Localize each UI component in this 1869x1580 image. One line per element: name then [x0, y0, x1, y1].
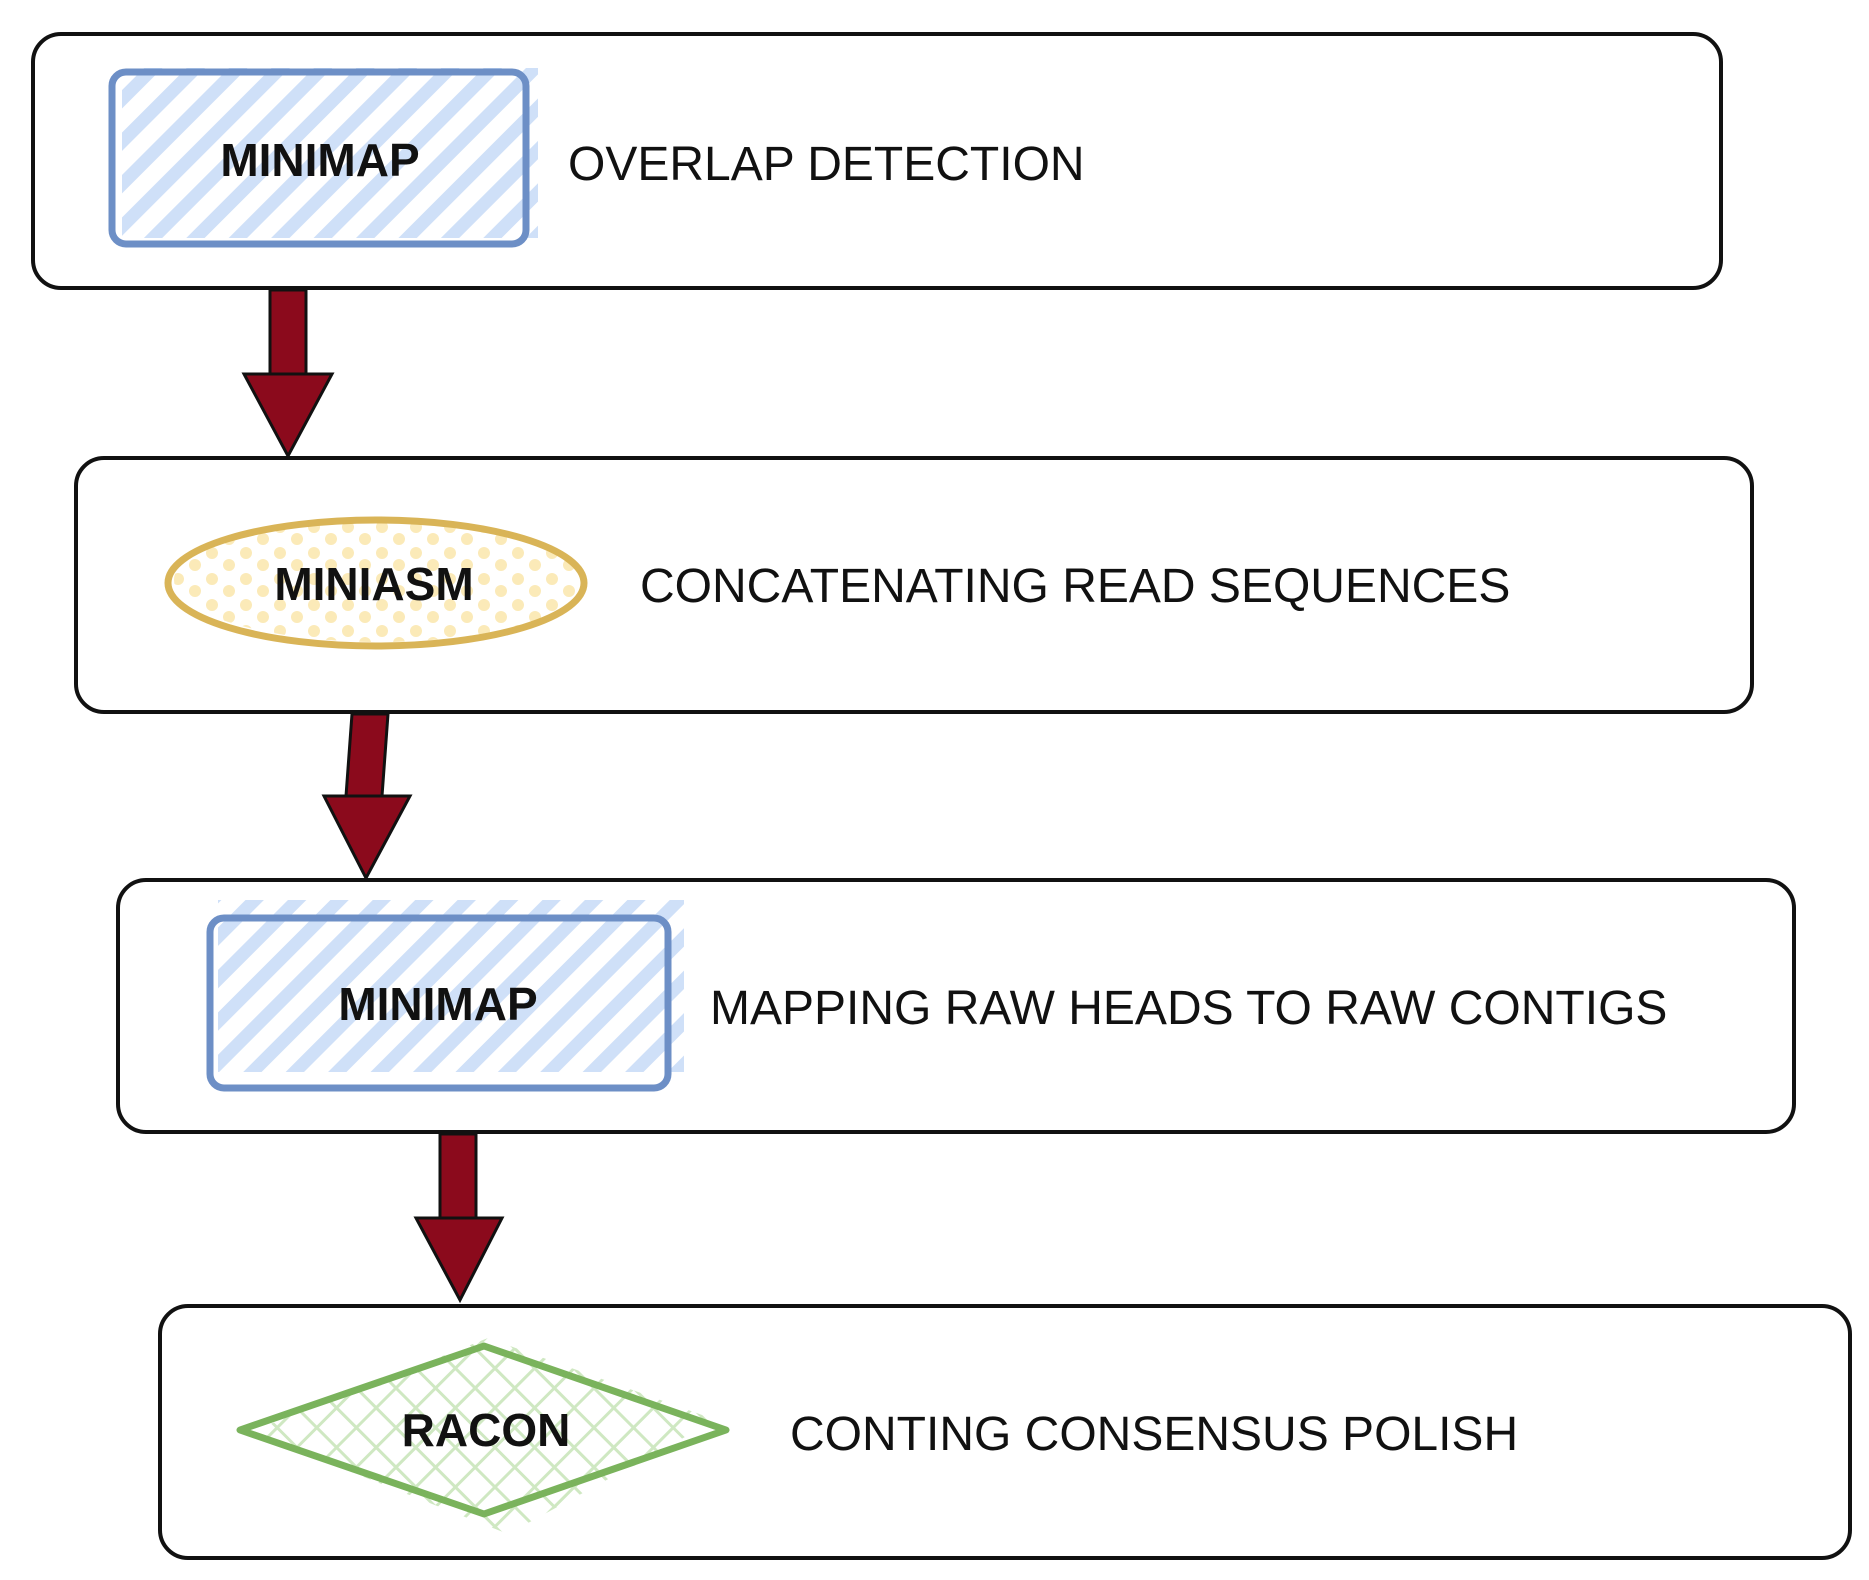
- step-3: MINIMAP MAPPING RAW HEADS TO RAW CONTIGS: [116, 878, 1796, 1134]
- step-2-box: [74, 456, 1754, 714]
- tool-label-miniasm: MINIASM: [274, 558, 473, 610]
- arrow-head: [241, 372, 335, 460]
- step-2-description: CONCATENATING READ SEQUENCES: [640, 560, 1510, 613]
- miniasm-tool-shape: [164, 516, 588, 650]
- arrow-1-to-2: [241, 288, 335, 460]
- step-4: RACON CONTING CONSENSUS POLISH: [158, 1304, 1852, 1560]
- tool-label-racon: RACON: [402, 1404, 571, 1456]
- arrow-shaft: [438, 1132, 478, 1220]
- arrow-3-to-4: [413, 1132, 505, 1304]
- minimap-tool-border: [108, 68, 530, 248]
- arrow-shaft: [268, 288, 308, 376]
- tool-label-minimap: MINIMAP: [220, 134, 419, 186]
- arrow-2-to-3: [321, 712, 413, 882]
- minimap-tool-shape: [122, 68, 538, 238]
- arrow-head: [321, 794, 413, 882]
- miniasm-tool-fill: [174, 518, 586, 642]
- step-1: MINIMAP OVERLAP DETECTION: [31, 32, 1723, 290]
- step-1-description: OVERLAP DETECTION: [568, 138, 1085, 191]
- racon-tool-shape: [236, 1342, 730, 1518]
- minimap-tool-shape: [218, 900, 684, 1072]
- step-3-description: MAPPING RAW HEADS TO RAW CONTIGS: [710, 982, 1667, 1035]
- step-2: MINIASM CONCATENATING READ SEQUENCES: [74, 456, 1754, 714]
- step-4-box: [158, 1304, 1852, 1560]
- arrow-shaft: [344, 712, 390, 798]
- step-4-description: CONTING CONSENSUS POLISH: [790, 1408, 1518, 1461]
- tool-label-minimap: MINIMAP: [338, 978, 537, 1030]
- arrow-head: [413, 1216, 505, 1304]
- minimap-tool-border: [206, 914, 672, 1092]
